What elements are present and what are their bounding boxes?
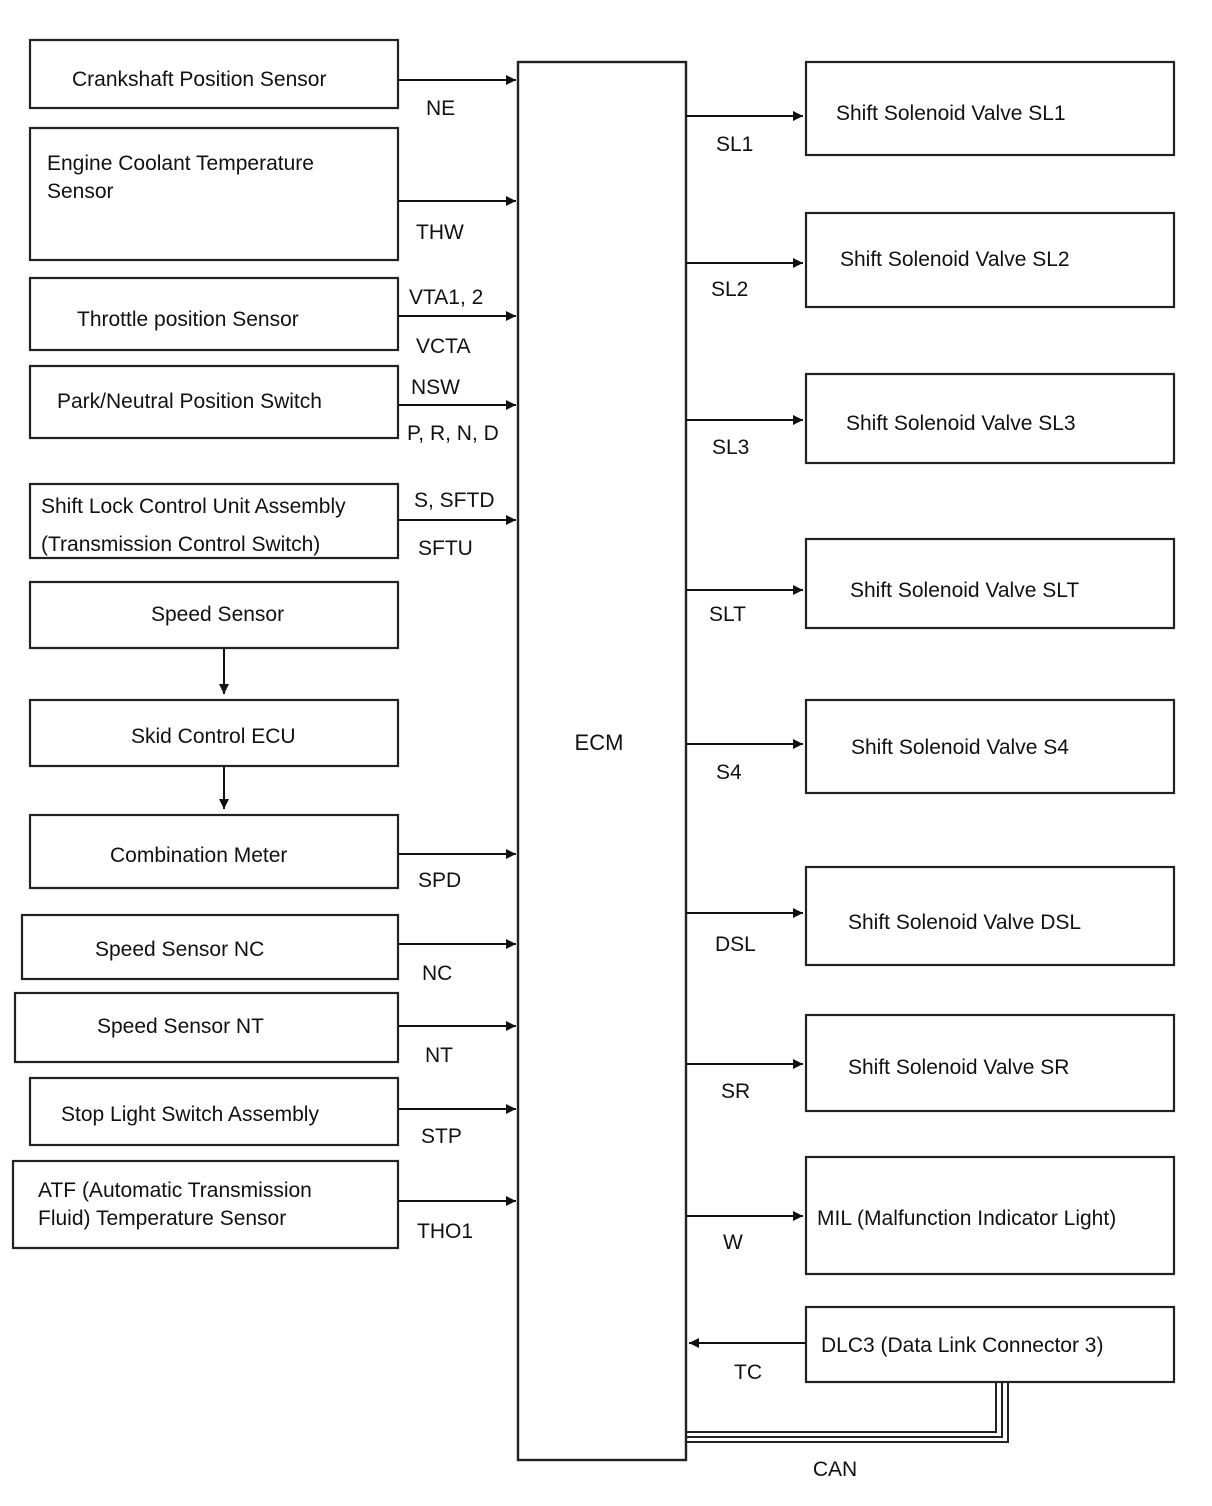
signal-label-sr: SR xyxy=(721,1080,750,1103)
signal-label-dsl: DSL xyxy=(715,933,756,956)
input-label-speed: Speed Sensor xyxy=(151,603,284,626)
input-speed: Speed Sensor xyxy=(28,580,400,650)
output-label-dsl: Shift Solenoid Valve DSL xyxy=(848,911,1081,934)
signal-label-mil: W xyxy=(723,1231,743,1254)
signal-label-slt: SLT xyxy=(709,603,746,626)
input-skid: Skid Control ECU xyxy=(28,698,400,768)
output-label-dlc3: DLC3 (Data Link Connector 3) xyxy=(821,1334,1103,1357)
signal-label-dlc3: TC xyxy=(734,1361,762,1384)
output-label-slt: Shift Solenoid Valve SLT xyxy=(850,579,1079,602)
signal-label-nc: NC xyxy=(422,962,452,985)
signal-label-sl1: SL1 xyxy=(716,133,753,156)
input-label-shiftlock: (Transmission Control Switch) xyxy=(41,533,320,556)
input-box-meter xyxy=(28,813,400,890)
output-label-sl1: Shift Solenoid Valve SL1 xyxy=(836,102,1066,125)
output-mil: MIL (Malfunction Indicator Light) W xyxy=(686,1155,1176,1276)
can-line-1 xyxy=(686,1383,997,1433)
output-sr: Shift Solenoid Valve SR SR xyxy=(686,1013,1176,1113)
can-line-2 xyxy=(686,1383,1003,1438)
signal-label-park: NSW xyxy=(411,376,460,399)
signal-label-shiftlock: S, SFTD xyxy=(414,489,495,512)
signal-label-crank: NE xyxy=(426,97,455,120)
signal-label-sl3: SL3 xyxy=(712,436,749,459)
output-label-s4: Shift Solenoid Valve S4 xyxy=(851,736,1069,759)
output-box-sl3 xyxy=(804,372,1176,465)
ecm-block: ECM xyxy=(516,60,688,1462)
input-label-coolant: Sensor xyxy=(47,180,114,203)
input-nc: Speed Sensor NC NC xyxy=(20,913,516,985)
input-box-crank xyxy=(28,38,400,110)
can-line-3 xyxy=(686,1383,1009,1443)
output-box-dsl xyxy=(804,865,1176,967)
output-dlc3: DLC3 (Data Link Connector 3) TC xyxy=(689,1305,1176,1384)
input-box-nt xyxy=(13,991,400,1064)
output-label-sl2: Shift Solenoid Valve SL2 xyxy=(840,248,1070,271)
input-shiftlock: Shift Lock Control Unit Assembly (Transmi… xyxy=(28,482,516,560)
can-bus: CAN xyxy=(686,1383,1009,1481)
input-label-throttle: Throttle position Sensor xyxy=(77,308,299,331)
output-slt: Shift Solenoid Valve SLT SLT xyxy=(686,537,1176,630)
input-label-stop: Stop Light Switch Assembly xyxy=(61,1103,319,1126)
ecm-box xyxy=(516,60,688,1462)
input-label-crank: Crankshaft Position Sensor xyxy=(72,68,326,91)
input-box-atf xyxy=(11,1159,400,1250)
input-box-skid xyxy=(28,698,400,768)
output-label-mil: MIL (Malfunction Indicator Light) xyxy=(817,1207,1116,1230)
input-label-skid: Skid Control ECU xyxy=(131,725,296,748)
output-box-slt xyxy=(804,537,1176,630)
input-box-nc xyxy=(20,913,400,981)
can-label: CAN xyxy=(813,1458,857,1481)
signal-label-atf: THO1 xyxy=(417,1220,473,1243)
input-label-nc: Speed Sensor NC xyxy=(95,938,264,961)
signal-label-meter: SPD xyxy=(418,869,461,892)
signal-label-throttle: VTA1, 2 xyxy=(409,286,483,309)
input-throttle: Throttle position Sensor VTA1, 2 VCTA xyxy=(28,276,516,358)
input-park: Park/Neutral Position Switch NSW P, R, N, … xyxy=(28,364,516,445)
output-dsl: Shift Solenoid Valve DSL DSL xyxy=(686,865,1176,967)
input-nt: Speed Sensor NT NT xyxy=(13,991,516,1067)
input-label-coolant: Engine Coolant Temperature xyxy=(47,152,314,175)
input-box-stop xyxy=(28,1076,400,1147)
output-box-sl2 xyxy=(804,211,1176,309)
output-label-sl3: Shift Solenoid Valve SL3 xyxy=(846,412,1076,435)
input-label-nt: Speed Sensor NT xyxy=(97,1015,264,1038)
signal-label-throttle: VCTA xyxy=(416,335,470,358)
ecm-label: ECM xyxy=(575,730,624,755)
signal-label-stop: STP xyxy=(421,1125,462,1148)
output-label-sr: Shift Solenoid Valve SR xyxy=(848,1056,1069,1079)
signal-label-shiftlock: SFTU xyxy=(418,537,473,560)
input-box-park xyxy=(28,364,400,440)
input-box-throttle xyxy=(28,276,400,352)
output-box-mil xyxy=(804,1155,1176,1276)
signal-label-park: P, R, N, D xyxy=(407,422,499,445)
input-label-atf: Fluid) Temperature Sensor xyxy=(38,1207,286,1230)
signal-label-s4: S4 xyxy=(716,761,742,784)
input-label-park: Park/Neutral Position Switch xyxy=(57,390,322,413)
input-label-meter: Combination Meter xyxy=(110,844,287,867)
input-box-shiftlock xyxy=(28,482,400,560)
signal-label-nt: NT xyxy=(425,1044,453,1067)
input-label-atf: ATF (Automatic Transmission xyxy=(38,1179,312,1202)
output-box-sl1 xyxy=(804,60,1176,157)
output-box-sr xyxy=(804,1013,1176,1113)
output-s4: Shift Solenoid Valve S4 S4 xyxy=(686,698,1176,795)
output-box-dlc3 xyxy=(804,1305,1176,1384)
input-label-shiftlock: Shift Lock Control Unit Assembly xyxy=(41,495,346,518)
signal-label-sl2: SL2 xyxy=(711,278,748,301)
input-box-coolant xyxy=(28,126,400,262)
signal-label-coolant: THW xyxy=(416,221,464,244)
input-box-speed xyxy=(28,580,400,650)
output-box-s4 xyxy=(804,698,1176,795)
